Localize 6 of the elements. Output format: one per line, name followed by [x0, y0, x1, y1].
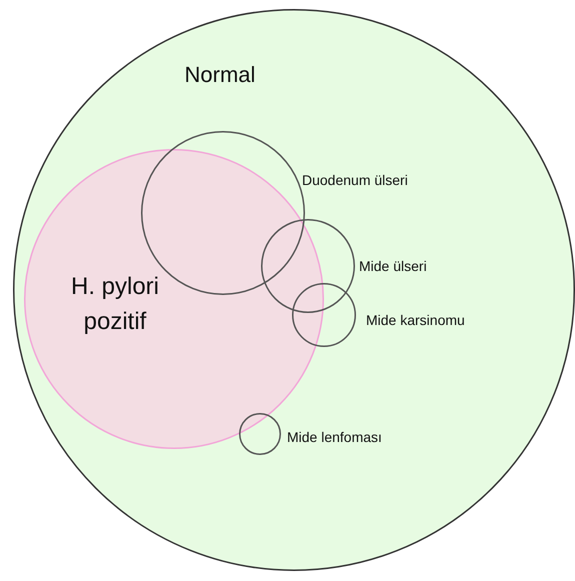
set-label: Mide lenfoması — [287, 429, 382, 445]
set-label: H. pylori pozitif — [70, 272, 160, 337]
set-label: Duodenum ülseri — [302, 172, 408, 188]
set-label: Mide ülseri — [359, 258, 427, 274]
set-label: Normal — [184, 62, 256, 88]
set-label: Mide karsinomu — [366, 312, 465, 328]
